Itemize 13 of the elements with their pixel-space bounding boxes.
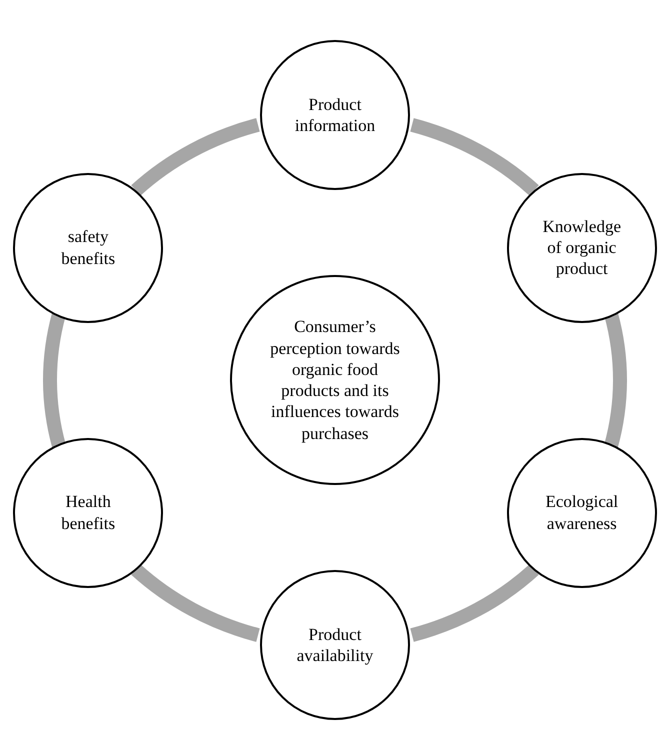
ring-connector [604, 313, 627, 447]
ring-connector [410, 564, 539, 642]
ring-connector [43, 313, 66, 447]
circle-label: Ecological awareness [544, 491, 620, 534]
circle-label: safety benefits [60, 226, 116, 269]
ring-connector [131, 564, 260, 642]
circle-label: Product information [294, 94, 376, 136]
ring-connector [410, 118, 539, 196]
ring-connector [131, 118, 260, 196]
circle-label: Health benefits [60, 491, 116, 534]
circle-label: Consumer’s perception towards organic food products and its influences towards purchases [269, 316, 401, 444]
circle-label: Product availability [296, 624, 374, 666]
circle-label: Knowledge of organic product [542, 216, 622, 280]
